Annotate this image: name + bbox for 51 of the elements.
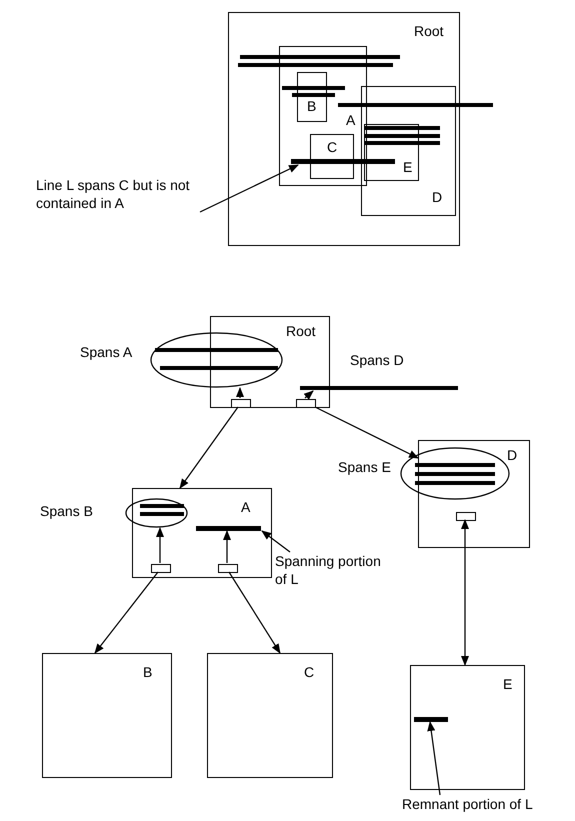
arrow [228, 572, 281, 654]
region-box [410, 665, 525, 790]
region-box [210, 316, 330, 408]
region-box [207, 653, 333, 778]
arrow [461, 519, 469, 666]
region-box [132, 488, 272, 578]
pointer-slot [231, 399, 251, 408]
leader-line [427, 721, 441, 796]
arrow [304, 390, 314, 400]
box-label: Root [414, 23, 444, 39]
region-box [297, 72, 327, 122]
leader-line [261, 530, 290, 552]
region-box [310, 134, 354, 179]
arrow [236, 387, 244, 398]
span-label: Spans D [350, 352, 404, 368]
region-box [364, 124, 419, 181]
arrow [156, 527, 164, 563]
span-label: Spans A [80, 344, 132, 360]
region-box [279, 46, 367, 186]
box-label: C [304, 664, 314, 680]
leader-line [200, 164, 299, 213]
annotation: Spanning portion of L [275, 552, 385, 588]
region-box [42, 653, 172, 778]
box-label: D [432, 189, 442, 205]
annotation: Remnant portion of L [402, 795, 575, 813]
pointer-slot [151, 564, 171, 573]
annotation: Line L spans C but is not contained in A [36, 176, 226, 212]
box-label: E [503, 676, 512, 692]
span-label: Spans B [40, 503, 93, 519]
span-label: Spans E [338, 459, 391, 475]
box-label: B [143, 664, 152, 680]
box-label: E [403, 159, 412, 175]
pointer-slot [218, 564, 238, 573]
arrow [314, 406, 419, 459]
pointer-slot [456, 512, 476, 521]
line-segment [414, 717, 448, 722]
region-box [228, 12, 460, 246]
box-label: D [507, 447, 518, 463]
arrow [94, 572, 158, 654]
pointer-slot [296, 399, 316, 408]
box-label: A [346, 112, 356, 128]
arrow [179, 406, 238, 489]
region-box [361, 86, 456, 216]
box-label: B [307, 98, 316, 114]
line-segment [196, 526, 261, 531]
box-label: C [327, 139, 338, 155]
region-box [418, 440, 530, 548]
box-label: Root [286, 323, 316, 339]
box-label: A [241, 499, 250, 515]
line-segment [291, 159, 395, 164]
arrow [223, 530, 231, 563]
